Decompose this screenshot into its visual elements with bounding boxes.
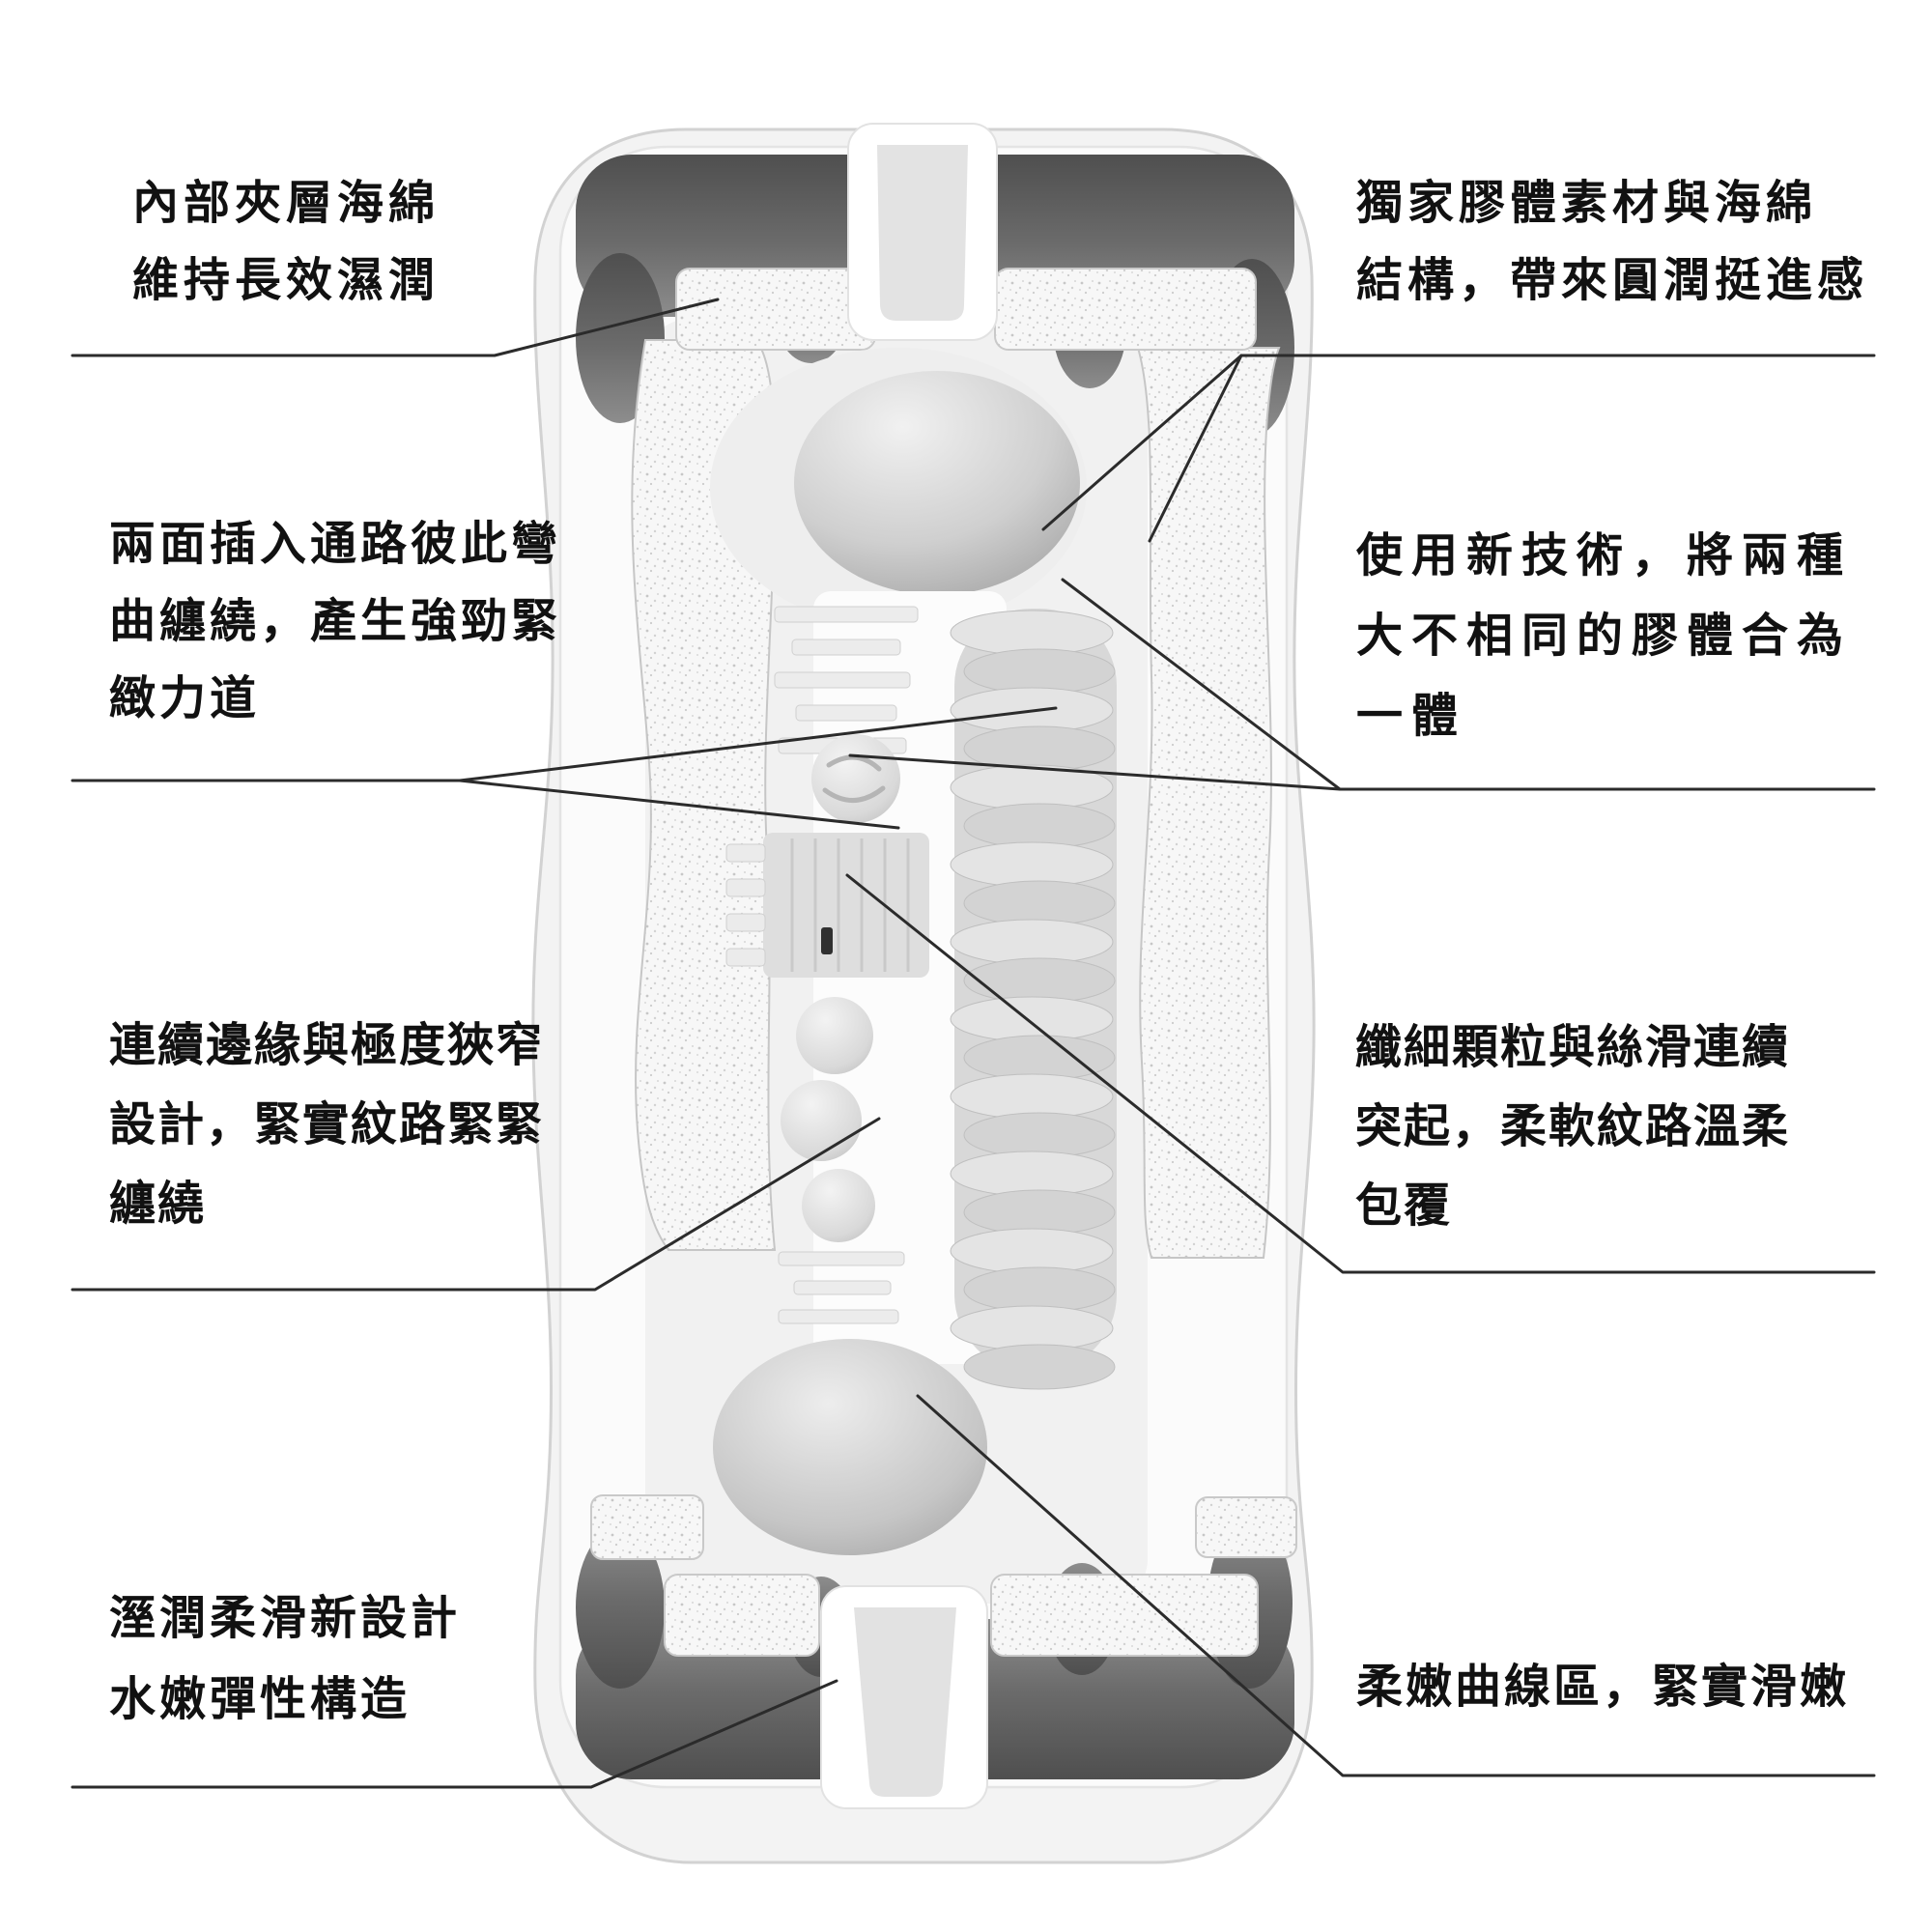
- callout-text-line: 兩面插入通路彼此彎: [109, 519, 562, 570]
- callout-text-line: 柔嫩曲線區，緊實滑嫩: [1356, 1662, 1850, 1713]
- sponge-block-bottom-right: [1195, 1496, 1297, 1558]
- callout-lower-left: 連續邊緣與極度狹窄 設計，緊實紋路緊緊 纏繞: [109, 1007, 544, 1244]
- gel-dome: [794, 371, 1080, 595]
- callout-mid-right: 使用新技術，將兩種 大不相同的膠體合為 一體: [1356, 516, 1852, 756]
- sponge-strip-bottom-right: [990, 1574, 1259, 1657]
- callout-top-right: 獨家膠體素材與海綿 結構，帶來圓潤挺進感: [1356, 165, 1868, 320]
- sponge-strip-top-left: [675, 268, 876, 351]
- callout-text-line: 溼潤柔滑新設計: [109, 1593, 462, 1644]
- callout-top-left: 內部夾層海綿 維持長效濕潤: [132, 165, 440, 320]
- bottom-dome: [713, 1339, 987, 1555]
- callout-text-line: 設計，緊實紋路緊緊: [109, 1099, 545, 1151]
- leader-lower-left: [71, 1117, 881, 1292]
- callout-text-line: 結構，帶來圓潤挺進感: [1356, 255, 1869, 306]
- callout-text-line: 內部夾層海綿: [132, 178, 440, 229]
- callout-bottom-right: 柔嫩曲線區，緊實滑嫩: [1356, 1649, 1849, 1726]
- callout-text-line: 包覆: [1355, 1180, 1453, 1232]
- leader-top-right-b: [1148, 354, 1243, 543]
- texture-comb-column: [725, 606, 929, 1398]
- top-opening-channel: [877, 145, 968, 321]
- swirl-node: [811, 734, 900, 823]
- callout-text-line: 纖細顆粒與絲滑連續: [1355, 1022, 1791, 1073]
- callout-text-line: 大不相同的膠體合為: [1356, 611, 1853, 662]
- callout-text-line: 水嫩彈性構造: [109, 1674, 412, 1725]
- leader-top-left: [71, 298, 720, 357]
- callout-text-line: 獨家膠體素材與海綿: [1356, 178, 1818, 229]
- callout-text-line: 突起，柔軟紋路溫柔: [1355, 1101, 1791, 1152]
- callout-mid-left: 兩面插入通路彼此彎 曲纏繞，產生強勁緊 緻力道: [109, 506, 561, 738]
- leader-mid-left-b: [458, 779, 900, 830]
- leader-lower-right: [845, 873, 1876, 1274]
- callout-text-line: 緻力道: [109, 673, 261, 724]
- sponge-strip-top-right: [994, 268, 1257, 351]
- callout-text-line: 連續邊緣與極度狹窄: [109, 1020, 545, 1071]
- cup-cross-section: [531, 123, 1316, 1864]
- callout-lower-right: 纖細顆粒與絲滑連續 突起，柔軟紋路溫柔 包覆: [1355, 1009, 1790, 1246]
- sponge-column-right: [1136, 347, 1281, 1259]
- texture-thread-column: [950, 609, 1117, 1390]
- sponge-block-bottom-left: [590, 1494, 704, 1560]
- bottom-opening-channel: [854, 1607, 956, 1797]
- leader-bottom-right: [916, 1394, 1876, 1777]
- leader-bottom-left: [71, 1679, 838, 1789]
- thread-ribs: [950, 610, 1116, 1390]
- leader-mid-right-b: [848, 753, 1342, 791]
- callout-text-line: 纏繞: [109, 1179, 207, 1230]
- callout-text-line: 曲纏繞，產生強勁緊: [109, 596, 562, 647]
- callout-bottom-left: 溼潤柔滑新設計 水嫩彈性構造: [109, 1578, 461, 1741]
- callout-text-line: 一體: [1356, 691, 1467, 742]
- callout-text-line: 使用新技術，將兩種: [1356, 530, 1853, 582]
- callout-text-line: 維持長效濕潤: [132, 255, 440, 306]
- sponge-strip-bottom-left: [664, 1574, 820, 1657]
- leader-lines: [71, 298, 1876, 1789]
